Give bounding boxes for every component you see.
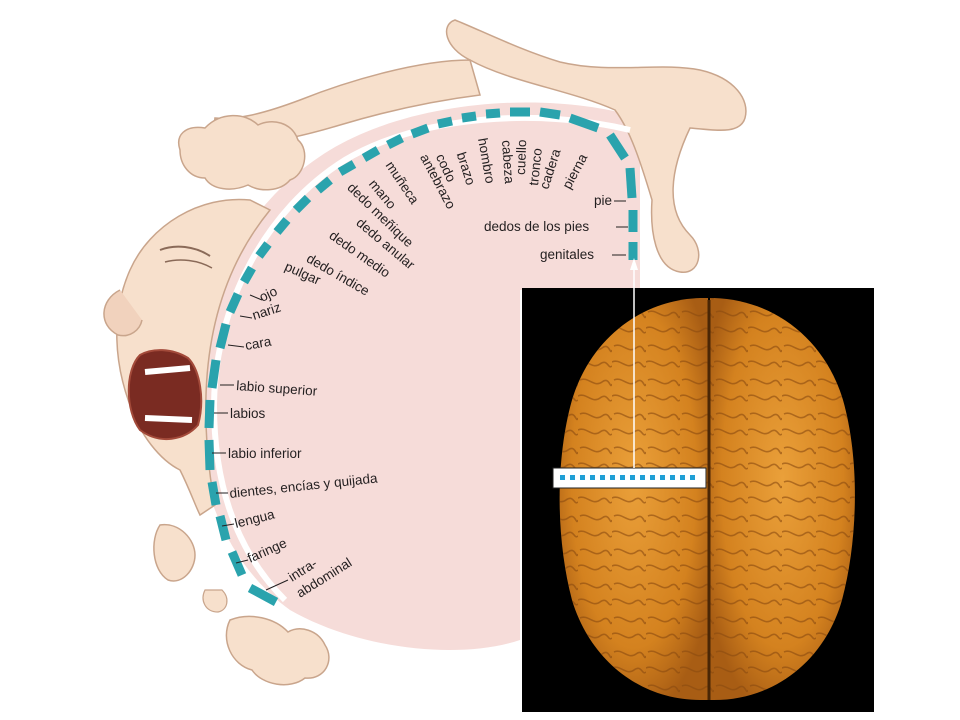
brain-photo xyxy=(522,288,874,712)
label-labio-superior: labio superior xyxy=(236,378,318,399)
label-tronco: tronco xyxy=(526,147,545,186)
homunculus-mouth xyxy=(127,349,203,441)
pointer-arrow xyxy=(630,258,638,468)
label-cuello: cuello xyxy=(513,139,529,175)
label-ojo: ojo xyxy=(257,284,280,305)
label-cabeza: cabeza xyxy=(499,140,517,185)
label-labio-inferior: labio inferior xyxy=(228,446,302,461)
homunculus-abdominal xyxy=(225,615,330,686)
label-labios: labios xyxy=(230,406,266,421)
section-dots xyxy=(560,475,695,480)
labels-horizontal: pie dedos de los pies genitales xyxy=(484,193,628,262)
homunculus-illustration xyxy=(103,19,747,686)
homunculus-leg xyxy=(445,19,747,273)
homunculus-tongue xyxy=(153,524,196,582)
label-pie: pie xyxy=(594,193,612,208)
label-genitales: genitales xyxy=(540,247,594,262)
label-dedos-pies: dedos de los pies xyxy=(484,219,589,234)
cortex-band xyxy=(204,107,638,606)
label-cara: cara xyxy=(244,334,273,353)
homunculus-hand xyxy=(178,114,306,191)
cortex-section-fill xyxy=(195,102,640,651)
